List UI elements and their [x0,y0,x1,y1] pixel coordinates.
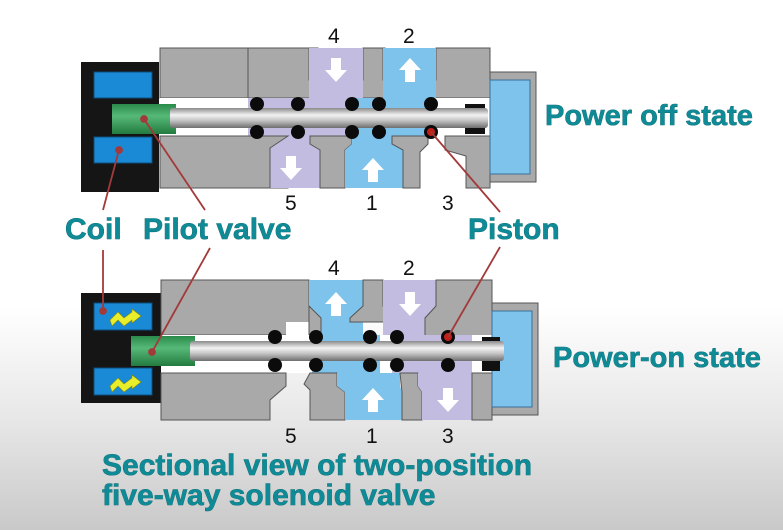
port-label: 5 [285,425,297,448]
energized-bolt-icon [109,308,142,327]
body-block [159,47,249,99]
pilot-valve-core [131,336,195,366]
diagram-title-line1: Sectional view of two-position [102,449,532,482]
port-label: 1 [366,425,378,448]
port-label: 5 [285,192,297,215]
spool-rod [190,341,504,361]
leader-lines [99,115,501,356]
label-coil: Coil [65,213,122,246]
coil-winding-top [93,71,153,99]
port-label: 1 [366,192,378,215]
arrow-down-icon [280,156,302,180]
label-piston: Piston [468,213,560,246]
arrow-down-icon [399,292,421,316]
state-label-power-off: Power off state [545,100,753,132]
arrow-down-icon [325,58,347,82]
arrow-up-icon [325,292,347,316]
spool-rod [170,108,488,128]
arrow-down-icon [437,388,459,412]
body-block [160,279,310,336]
arrow-up-icon [399,58,421,82]
port-label: 2 [403,25,415,48]
diagram-title-line2: five-way solenoid valve [102,479,435,512]
energized-bolt-icon [109,374,142,393]
coil-winding-bottom [93,136,153,164]
state-label-power-on: Power-on state [553,342,761,374]
port-5-channel [268,136,330,188]
port-label: 4 [328,257,340,280]
port-label: 2 [403,257,415,280]
o-rings [268,330,455,372]
valve-power-off: 4 2 5 1 3 [81,25,537,215]
port-label: 4 [328,25,340,48]
valve-power-on: 4 2 5 1 3 [81,257,539,448]
arrow-up-icon [362,388,384,412]
port-label: 3 [442,425,454,448]
body-block [160,372,287,421]
arrow-up-icon [362,158,384,182]
port-label: 3 [442,192,454,215]
label-pilot-valve: Pilot valve [143,213,291,246]
